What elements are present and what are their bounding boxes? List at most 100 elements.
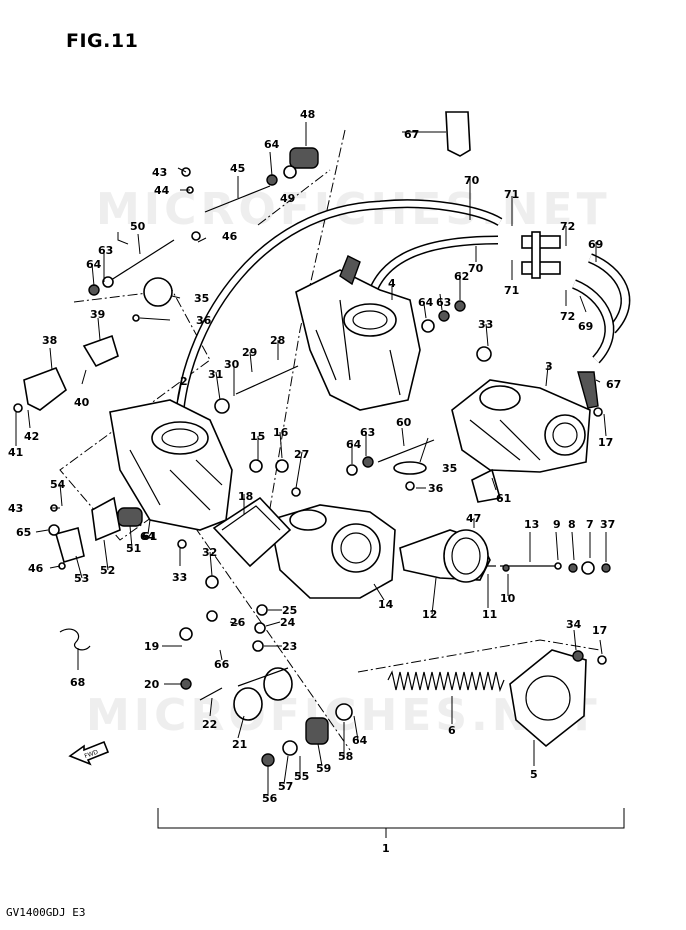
callout: 63: [436, 296, 451, 309]
callout: 7: [586, 518, 594, 531]
callout: 8: [568, 518, 576, 531]
callout: 60: [396, 416, 412, 429]
callout: 26: [230, 616, 246, 629]
callout: 61: [142, 530, 157, 543]
callout: 72: [560, 220, 575, 233]
callout: 54: [50, 478, 66, 491]
callout: 33: [172, 571, 187, 584]
callout: 13: [524, 518, 539, 531]
callout: 37: [600, 518, 615, 531]
callout: 3: [545, 360, 553, 373]
return-springs: [117, 147, 329, 745]
callout: 23: [282, 640, 297, 653]
fwd-label: FWD: [84, 749, 100, 760]
callout: 66: [214, 658, 230, 671]
callout: 46: [28, 562, 44, 575]
carburetor-center: [212, 496, 396, 599]
callout: 40: [74, 396, 90, 409]
callout: 51: [126, 542, 141, 555]
callout: 18: [238, 490, 253, 503]
callout: 42: [24, 430, 39, 443]
callout: 30: [224, 358, 240, 371]
callout: 49: [280, 192, 295, 205]
callout: 5: [530, 768, 538, 781]
callout: 72: [560, 310, 575, 323]
fasteners: [13, 165, 607, 767]
callout: 64: [418, 296, 434, 309]
callout: 69: [578, 320, 593, 333]
callout: 9: [553, 518, 561, 531]
carburetor-top: [295, 255, 421, 411]
callout: 33: [478, 318, 493, 331]
callout: 52: [100, 564, 115, 577]
callout: 35: [442, 462, 457, 475]
callout: 59: [316, 762, 331, 775]
callout: 20: [144, 678, 160, 691]
callout: 35: [194, 292, 209, 305]
callout: 46: [222, 230, 238, 243]
callout: 10: [500, 592, 516, 605]
bracket-top: [445, 111, 471, 157]
clip-68: [59, 628, 91, 651]
callout: 45: [230, 162, 245, 175]
callout: 47: [466, 512, 481, 525]
callout: 15: [250, 430, 265, 443]
model-code: GV1400GDJ E3: [6, 906, 86, 919]
callout: 63: [360, 426, 375, 439]
callout: 19: [144, 640, 159, 653]
callout: 36: [196, 314, 212, 327]
callout: 43: [8, 502, 23, 515]
vacuum-piston: [399, 529, 491, 583]
figure-title: FIG.11: [66, 30, 139, 52]
callout: 1: [382, 842, 390, 855]
callout: 6: [448, 724, 456, 737]
t-joints: [521, 231, 561, 279]
callout: 61: [496, 492, 511, 505]
callout: 22: [202, 718, 217, 731]
callout: 56: [262, 792, 278, 805]
carburetor-right: [451, 379, 591, 473]
callout: 4: [388, 277, 396, 290]
callout: 36: [428, 482, 444, 495]
callout: 2: [180, 375, 188, 388]
callout: 32: [202, 546, 217, 559]
leader-lines: [15, 122, 607, 796]
callout: 44: [154, 184, 170, 197]
callout: 39: [90, 308, 105, 321]
callout: 62: [454, 270, 469, 283]
callout: 24: [280, 616, 296, 629]
callout: 12: [422, 608, 437, 621]
callout: 48: [300, 108, 315, 121]
callout: 31: [208, 368, 223, 381]
callout: 64: [264, 138, 280, 151]
callout: 58: [338, 750, 353, 763]
callout: 21: [232, 738, 247, 751]
callout: 17: [598, 436, 613, 449]
callout: 63: [98, 244, 113, 257]
callout: 34: [566, 618, 582, 631]
diaphragms: [143, 277, 427, 475]
piston-spring: [387, 670, 505, 693]
top-cap: [509, 649, 587, 748]
callout: 64: [346, 438, 362, 451]
callout: 11: [482, 608, 497, 621]
callout: 70: [464, 174, 480, 187]
callout: 70: [468, 262, 484, 275]
callout: 28: [270, 334, 285, 347]
callout: 50: [130, 220, 146, 233]
callout: 71: [504, 284, 519, 297]
fwd-arrow: FWD: [68, 740, 110, 766]
callout: 67: [606, 378, 621, 391]
callout: 68: [70, 676, 85, 689]
callout: 67: [404, 128, 419, 141]
callout: 55: [294, 770, 309, 783]
callout: 16: [273, 426, 289, 439]
callout: 29: [242, 346, 257, 359]
callout: 17: [592, 624, 607, 637]
shafts: [107, 185, 435, 463]
callout: 41: [8, 446, 23, 459]
callout: 64: [140, 530, 156, 543]
callout: 65: [16, 526, 31, 539]
callout: 64: [86, 258, 102, 271]
